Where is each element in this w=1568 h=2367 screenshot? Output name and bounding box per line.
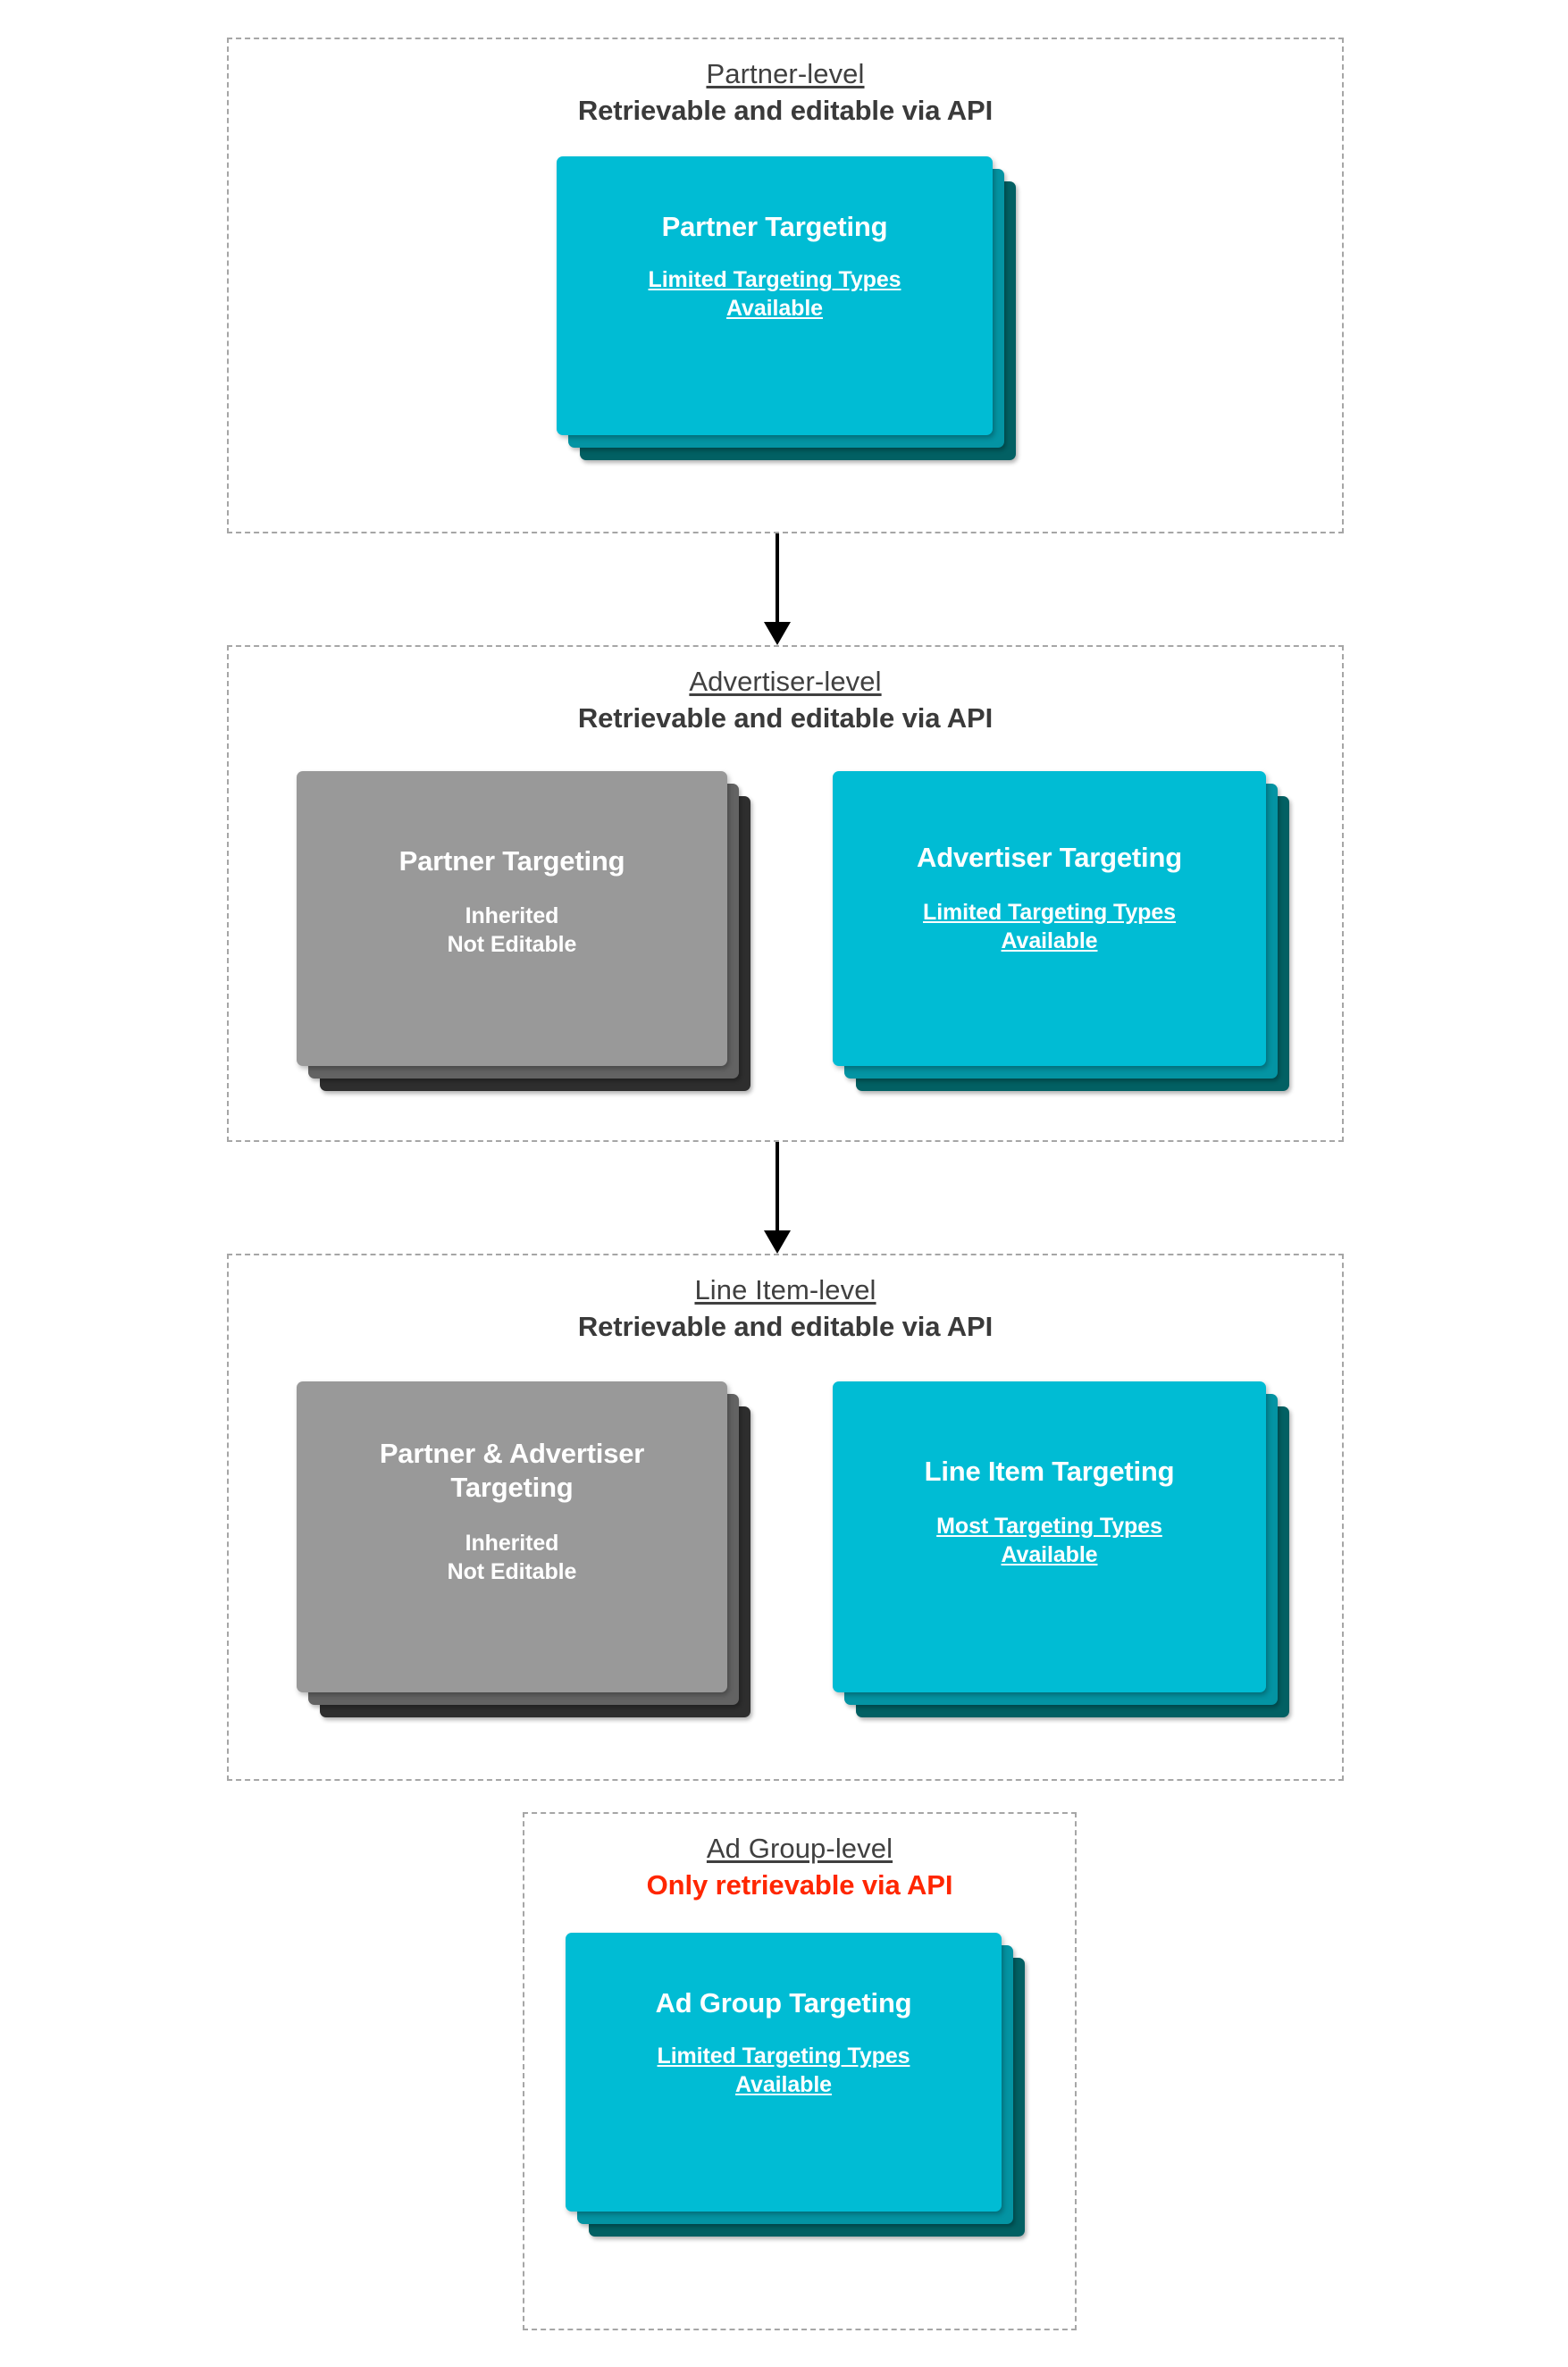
- level-subtitle-partner-level: Retrievable and editable via API: [577, 94, 994, 126]
- card-layer-front: Partner & Advertiser Targeting Inherited…: [297, 1381, 727, 1692]
- card-layer-front: Advertiser Targeting Limited Targeting T…: [833, 771, 1266, 1066]
- card-layer-front: Partner Targeting Inherited Not Editable: [297, 771, 727, 1066]
- level-heading-ad-group-level: Ad Group-level Only retrievable via API: [524, 1832, 1075, 1903]
- connector-arrowhead: [764, 622, 791, 645]
- card-stack-line-item-targeting[interactable]: Line Item Targeting Most Targeting Types…: [833, 1381, 1289, 1717]
- connector-arrowhead: [764, 1230, 791, 1254]
- level-heading-partner-level: Partner-level Retrievable and editable v…: [229, 57, 1342, 129]
- card-layer-front: Line Item Targeting Most Targeting Types…: [833, 1381, 1266, 1692]
- level-subtitle-advertiser-level: Retrievable and editable via API: [577, 701, 994, 734]
- card-note-inherited-partner-targeting: Inherited Not Editable: [447, 903, 577, 958]
- connector-shaft: [776, 533, 779, 622]
- level-container-line-item-level: Line Item-level Retrievable and editable…: [227, 1254, 1344, 1781]
- level-container-partner-level: Partner-level Retrievable and editable v…: [227, 38, 1344, 533]
- card-stack-partner-targeting[interactable]: Partner Targeting Limited Targeting Type…: [557, 156, 1016, 460]
- level-container-ad-group-level: Ad Group-level Only retrievable via API …: [523, 1812, 1077, 2330]
- connector-advertiser-to-line-item: [763, 1142, 792, 1254]
- level-title-partner-level: Partner-level: [706, 58, 865, 89]
- level-title-ad-group-level: Ad Group-level: [706, 1833, 893, 1864]
- card-note-inherited-partner-advertiser-targeting: Inherited Not Editable: [447, 1530, 577, 1584]
- level-heading-line-item-level: Line Item-level Retrievable and editable…: [229, 1273, 1342, 1345]
- card-title-partner-targeting: Partner Targeting: [661, 211, 888, 242]
- level-subtitle-line-item-level: Retrievable and editable via API: [577, 1310, 994, 1342]
- card-note-line-item-targeting: Most Targeting Types Available: [936, 1514, 1162, 1568]
- level-title-line-item-level: Line Item-level: [694, 1274, 876, 1305]
- card-note-advertiser-targeting: Limited Targeting Types Available: [923, 900, 1176, 954]
- card-stack-inherited-partner-advertiser-targeting[interactable]: Partner & Advertiser Targeting Inherited…: [297, 1381, 750, 1717]
- level-subtitle-ad-group-level: Only retrievable via API: [646, 1868, 953, 1901]
- card-stack-inherited-partner-targeting[interactable]: Partner Targeting Inherited Not Editable: [297, 771, 750, 1091]
- card-layer-front: Ad Group Targeting Limited Targeting Typ…: [566, 1933, 1002, 2212]
- card-layer-front: Partner Targeting Limited Targeting Type…: [557, 156, 993, 435]
- card-title-inherited-partner-targeting: Partner Targeting: [398, 845, 625, 877]
- card-title-advertiser-targeting: Advertiser Targeting: [917, 842, 1182, 873]
- card-title-line-item-targeting: Line Item Targeting: [924, 1456, 1175, 1487]
- connector-shaft: [776, 1142, 779, 1230]
- card-stack-advertiser-targeting[interactable]: Advertiser Targeting Limited Targeting T…: [833, 771, 1289, 1091]
- card-note-partner-targeting: Limited Targeting Types Available: [648, 267, 901, 322]
- level-container-advertiser-level: Advertiser-level Retrievable and editabl…: [227, 645, 1344, 1142]
- card-title-inherited-partner-advertiser-targeting: Partner & Advertiser Targeting: [379, 1438, 645, 1504]
- card-stack-ad-group-targeting[interactable]: Ad Group Targeting Limited Targeting Typ…: [566, 1933, 1025, 2237]
- connector-partner-to-advertiser: [763, 533, 792, 645]
- card-note-ad-group-targeting: Limited Targeting Types Available: [657, 2044, 910, 2098]
- level-heading-advertiser-level: Advertiser-level Retrievable and editabl…: [229, 665, 1342, 736]
- card-title-ad-group-targeting: Ad Group Targeting: [655, 1987, 912, 2019]
- level-title-advertiser-level: Advertiser-level: [689, 666, 882, 697]
